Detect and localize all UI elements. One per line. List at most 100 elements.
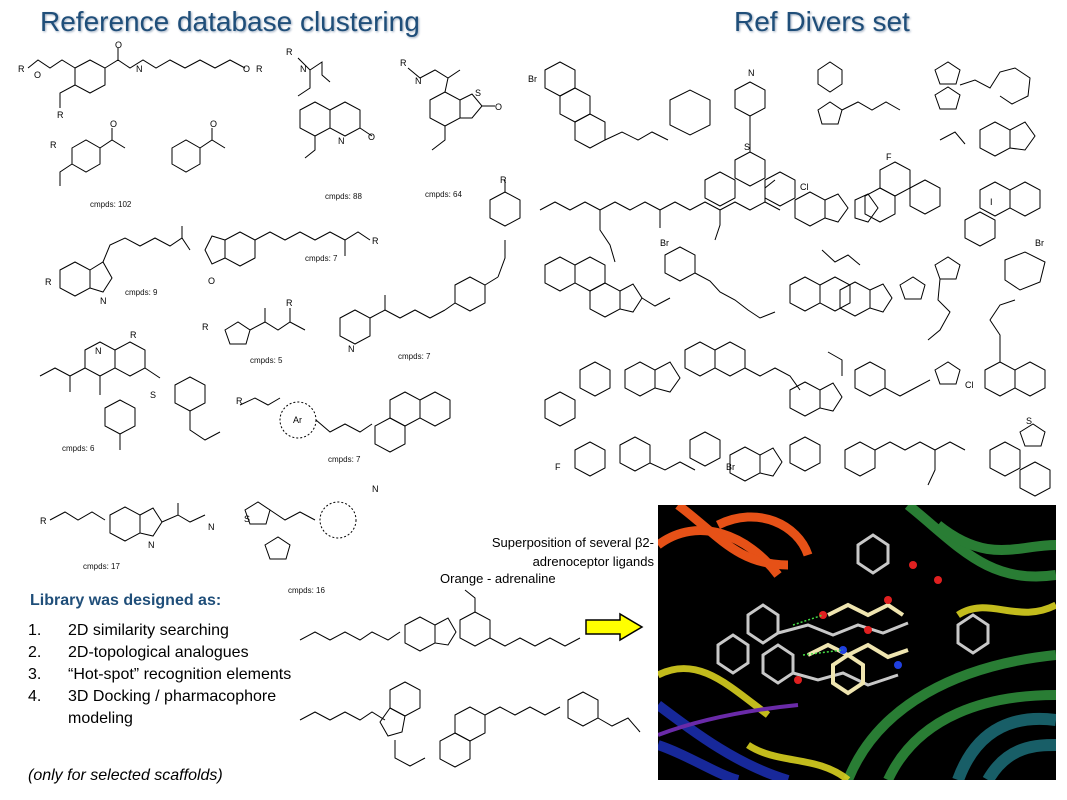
atom-label: S [744,142,750,152]
library-item-number: 2. [28,644,42,661]
structure-example-1 [299,616,457,652]
cluster-count: cmpds: 102 [90,200,132,209]
atom-label: Cl [800,182,809,192]
structure-divers-13 [927,251,1046,341]
library-item-text: “Hot-spot” recognition elements [68,666,292,683]
structure-cluster-10 [49,503,206,542]
atom-label: R [400,58,407,68]
atom-label: R [57,110,64,120]
library-item: 2. 2D-topological analogues [28,642,308,664]
atom-label: Cl [965,380,974,390]
structure-divers-4 [934,61,1031,110]
cluster-count: cmpds: 9 [125,288,158,297]
atom-label: O [368,132,375,142]
atom-label: N [136,64,143,74]
atom-label: R [202,322,209,332]
structure-divers-9 [964,181,1041,247]
cluster-count: cmpds: 17 [83,562,120,571]
protein-superposition-image [658,505,1056,780]
atom-label: Br [726,462,735,472]
structure-example-4 [439,691,641,768]
structure-divers-12 [821,249,926,317]
structure-cluster-1 [27,48,246,108]
atom-label: R [50,140,57,150]
atom-label: R [286,47,293,57]
atom-label: N [148,540,155,550]
atom-label: Br [1035,238,1044,248]
cluster-count: cmpds: 64 [425,190,462,199]
cluster-count: cmpds: 5 [250,356,283,365]
structure-divers-16 [827,351,961,397]
superposition-caption: Superposition of several β2- adrenocepto… [444,533,654,571]
library-note: (only for selected scaffolds) [28,767,223,785]
structure-divers-10 [544,256,671,318]
library-item: 1. 2D similarity searching [28,620,308,642]
atom-label: R [500,175,507,185]
atom-label: N [348,344,355,354]
atom-label: I [990,197,993,207]
atom-label: N [95,346,102,356]
atom-label: O [110,119,117,129]
cluster-count: cmpds: 88 [325,192,362,201]
structure-cluster-1b [171,128,226,173]
library-item-number: 1. [28,622,42,639]
structure-cluster-11 [244,501,357,560]
atom-label: R [236,396,243,406]
library-title: Library was designed as: [30,592,222,609]
library-note-text: (only for selected scaffolds) [28,767,223,784]
structure-divers-18 [574,431,721,477]
structure-cluster-6 [224,308,306,345]
cluster-count: cmpds: 7 [328,455,361,464]
atom-label: O [34,70,41,80]
structure-divers-14 [544,361,681,427]
atom-label: S [1026,416,1032,426]
atom-label: R [40,516,47,526]
atom-label: Ar [293,415,302,425]
library-item-number: 3. [28,666,42,683]
orange-note: Orange - adrenaline [440,571,556,586]
structure-example-2 [459,589,581,647]
structure-cluster-3 [407,67,495,151]
atom-label: O [495,102,502,112]
structure-cluster-9 [239,391,451,453]
atom-label: N [300,64,307,74]
atom-label: R [18,64,25,74]
atom-label: F [555,462,561,472]
protein-render [658,505,1056,780]
atom-label: R [45,277,52,287]
atom-label: O [208,276,215,286]
structure-divers-19 [729,436,821,482]
atom-label: S [150,390,156,400]
page-title-right: Ref Divers set [734,6,910,37]
atom-label: O [243,64,250,74]
library-item-text: 2D-topological analogues [68,644,249,661]
structure-divers-5 [939,121,1036,157]
structure-divers-20 [844,441,966,486]
cluster-count: cmpds: 7 [398,352,431,361]
cluster-count: cmpds: 16 [288,586,325,595]
structure-cluster-5 [204,231,371,267]
atom-label: Br [660,238,669,248]
structure-cluster-2 [297,57,373,159]
atom-label: Br [528,74,537,84]
library-item-text: 2D similarity searching [68,622,229,639]
atom-label: N [415,76,422,86]
atom-label: N [748,68,755,78]
atom-label: N [338,136,345,146]
atom-label: N [100,296,107,306]
atom-label: N [372,484,379,494]
structure-cluster-7 [339,180,521,345]
structure-divers-15 [684,341,843,417]
right-arrow-icon [585,612,644,642]
atom-label: S [244,514,250,524]
structure-divers-8 [864,161,941,223]
library-item: 4.3D Docking / pharmacophore modeling [28,686,308,730]
library-item-text: 3D Docking / pharmacophore modeling [68,688,277,727]
atom-label: R [256,64,263,74]
cluster-count: cmpds: 6 [62,444,95,453]
atom-label: R [372,236,379,246]
structure-example-3 [299,681,426,767]
page-title-left: Reference database clustering [40,6,420,37]
atom-label: R [130,330,137,340]
atom-label: R [286,298,293,308]
